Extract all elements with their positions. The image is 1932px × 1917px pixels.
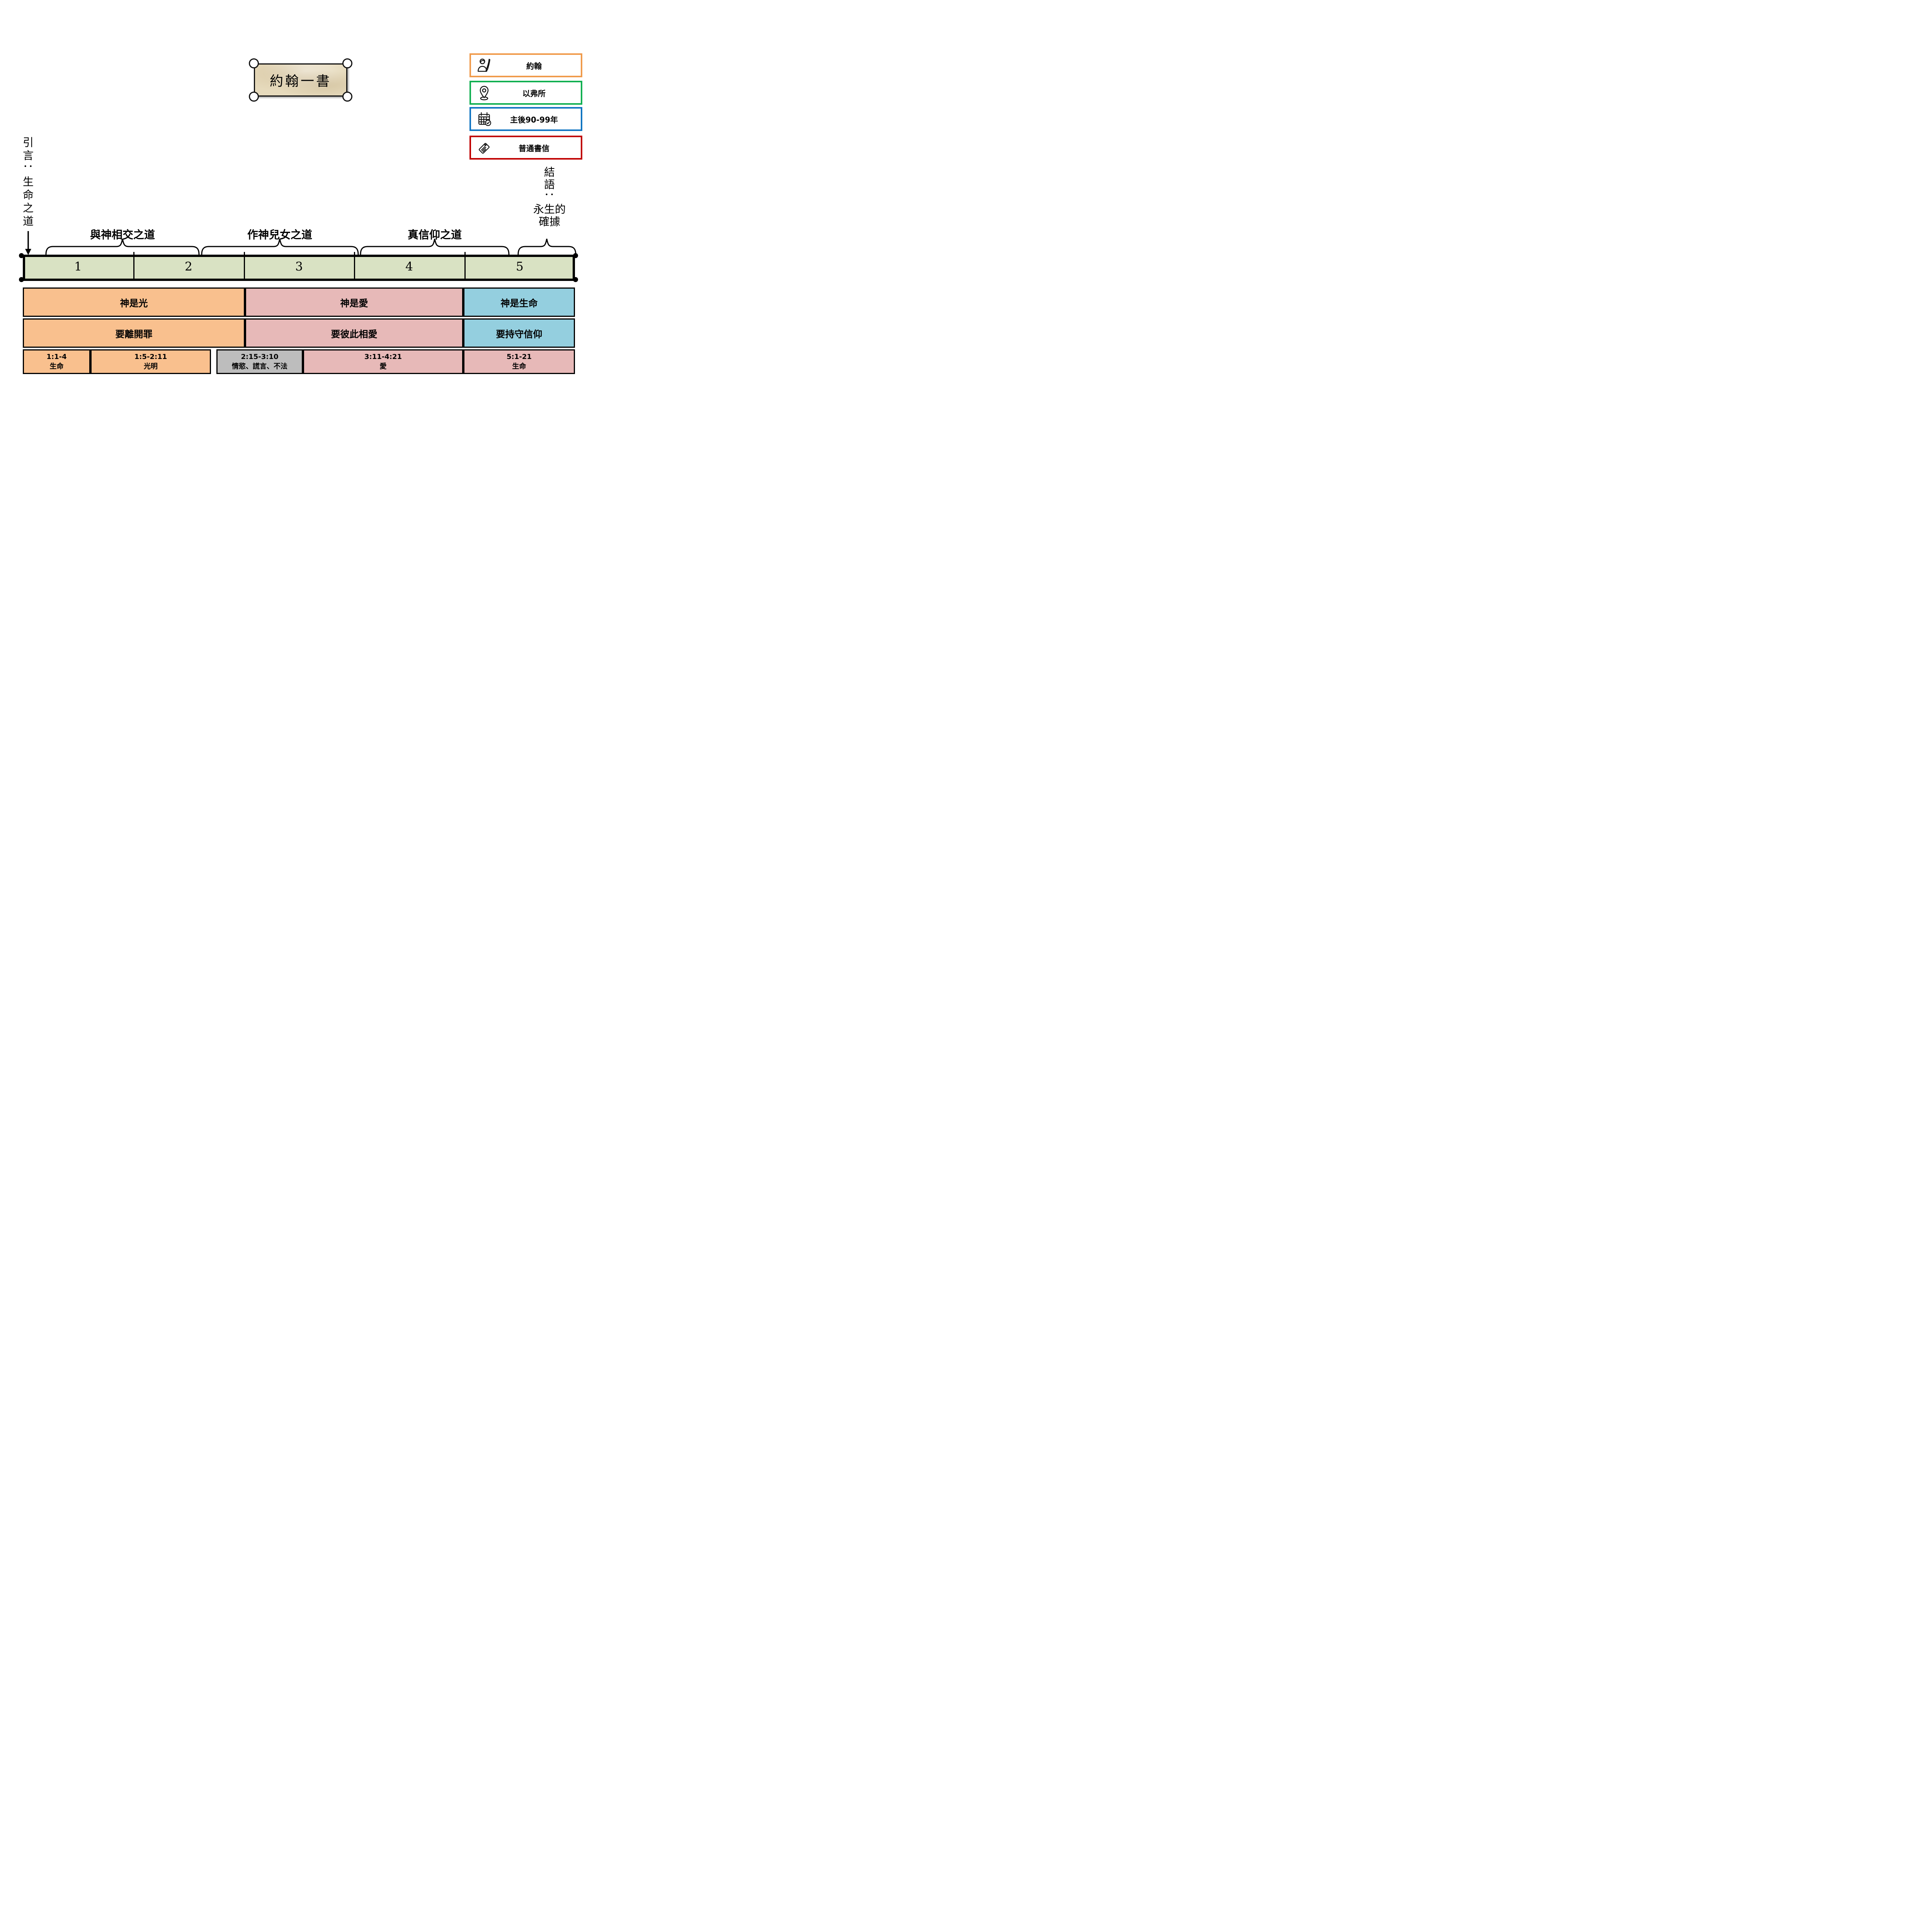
intro-char: 言 bbox=[22, 149, 34, 162]
passage-ref: 2:15-3:10 bbox=[241, 353, 279, 361]
plaque-corner-notch bbox=[342, 92, 352, 102]
passage-block: 2:15-3:10 情慾、謊言、不法 bbox=[216, 349, 303, 374]
chapter-number-2: 2 bbox=[185, 260, 192, 274]
plaque-corner-notch bbox=[249, 92, 259, 102]
conclusion-line: 語 bbox=[544, 178, 555, 191]
theme-block-love: 神是愛 bbox=[245, 287, 463, 317]
passage-ref: 3:11-4:21 bbox=[364, 353, 402, 361]
conclusion-line: 確據 bbox=[538, 215, 560, 228]
passage-theme: 生命 bbox=[49, 362, 64, 371]
diagram-canvas: 約翰一書 約翰 以弗所 bbox=[0, 0, 597, 422]
chapter-number-5: 5 bbox=[516, 260, 524, 274]
bar-left-top-tip bbox=[19, 253, 24, 258]
conclusion-line: 結 bbox=[544, 166, 555, 179]
chapter-number-1: 1 bbox=[74, 260, 82, 274]
legend-place-label: 以弗所 bbox=[522, 88, 546, 98]
legend-item-author: 約翰 bbox=[469, 53, 582, 77]
exhortation-block-love: 要彼此相愛 bbox=[245, 318, 463, 348]
plaque-corner-notch bbox=[342, 58, 352, 68]
author-icon bbox=[476, 57, 493, 74]
bar-left-bottom-tip bbox=[19, 277, 24, 282]
chapter-number-3: 3 bbox=[295, 260, 303, 274]
passage-block: 3:11-4:21 愛 bbox=[303, 349, 463, 374]
legend-item-date: 主後90-99年 bbox=[469, 107, 582, 131]
tag-icon bbox=[476, 139, 493, 156]
theme-block-light: 神是光 bbox=[23, 287, 245, 317]
exhortation-block-sin: 要離開罪 bbox=[23, 318, 245, 348]
exhortation-block-faith: 要持守信仰 bbox=[463, 318, 575, 348]
chapter-divider bbox=[354, 252, 355, 281]
theme-block-life: 神是生命 bbox=[463, 287, 575, 317]
conclusion-line: ： bbox=[543, 191, 556, 203]
conclusion-line: 永生的 bbox=[533, 203, 566, 216]
intro-char: 命 bbox=[22, 189, 34, 201]
legend-author-label: 約翰 bbox=[526, 61, 542, 71]
intro-char: 道 bbox=[22, 215, 34, 228]
legend-item-place: 以弗所 bbox=[469, 81, 582, 105]
brace-section-2 bbox=[201, 238, 359, 255]
intro-char: 生 bbox=[22, 175, 34, 188]
legend-genre-label: 普通書信 bbox=[519, 143, 549, 153]
passage-theme: 愛 bbox=[379, 362, 387, 371]
plaque-corner-notch bbox=[249, 58, 259, 68]
intro-char: ： bbox=[22, 163, 35, 175]
page-title: 約翰一書 bbox=[269, 73, 332, 89]
brace-section-1 bbox=[45, 238, 200, 255]
brace-conclusion bbox=[517, 238, 577, 255]
chapter-divider bbox=[133, 252, 134, 281]
down-arrow-icon bbox=[25, 231, 32, 255]
exhortation-label: 要離開罪 bbox=[115, 328, 153, 340]
passage-block: 1:5-2:11 光明 bbox=[90, 349, 211, 374]
passage-ref: 1:1-4 bbox=[46, 353, 67, 361]
intro-char: 引 bbox=[22, 136, 34, 149]
legend-item-genre: 普通書信 bbox=[469, 136, 582, 160]
passage-theme: 光明 bbox=[144, 362, 158, 371]
calendar-icon bbox=[476, 111, 493, 128]
passage-ref: 5:1-21 bbox=[507, 353, 532, 361]
exhortation-label: 要持守信仰 bbox=[496, 328, 543, 340]
passage-ref: 1:5-2:11 bbox=[134, 353, 167, 361]
theme-label: 神是生命 bbox=[500, 298, 538, 309]
conclusion-vertical-label: 結 語 ： 永生的 確據 bbox=[522, 166, 577, 228]
brace-section-3 bbox=[360, 238, 510, 255]
location-icon bbox=[476, 84, 493, 101]
chapter-divider bbox=[244, 252, 245, 281]
theme-label: 神是光 bbox=[120, 298, 148, 309]
passage-block: 1:1-4 生命 bbox=[23, 349, 90, 374]
legend-date-label: 主後90-99年 bbox=[510, 115, 558, 124]
bar-right-bottom-tip bbox=[573, 277, 578, 282]
chapter-divider bbox=[464, 252, 466, 281]
chapter-number-4: 4 bbox=[405, 260, 413, 274]
intro-vertical-label: 引 言 ： 生 命 之 道 bbox=[17, 136, 39, 228]
chapter-bar bbox=[23, 255, 575, 281]
passage-block: 5:1-21 生命 bbox=[463, 349, 575, 374]
passage-theme: 情慾、謊言、不法 bbox=[232, 362, 287, 371]
title-plaque: 約翰一書 bbox=[249, 58, 352, 102]
passage-theme: 生命 bbox=[512, 362, 526, 371]
bar-right-top-tip bbox=[573, 253, 578, 258]
intro-char: 之 bbox=[22, 202, 34, 214]
exhortation-label: 要彼此相愛 bbox=[331, 328, 378, 340]
theme-label: 神是愛 bbox=[340, 298, 368, 309]
